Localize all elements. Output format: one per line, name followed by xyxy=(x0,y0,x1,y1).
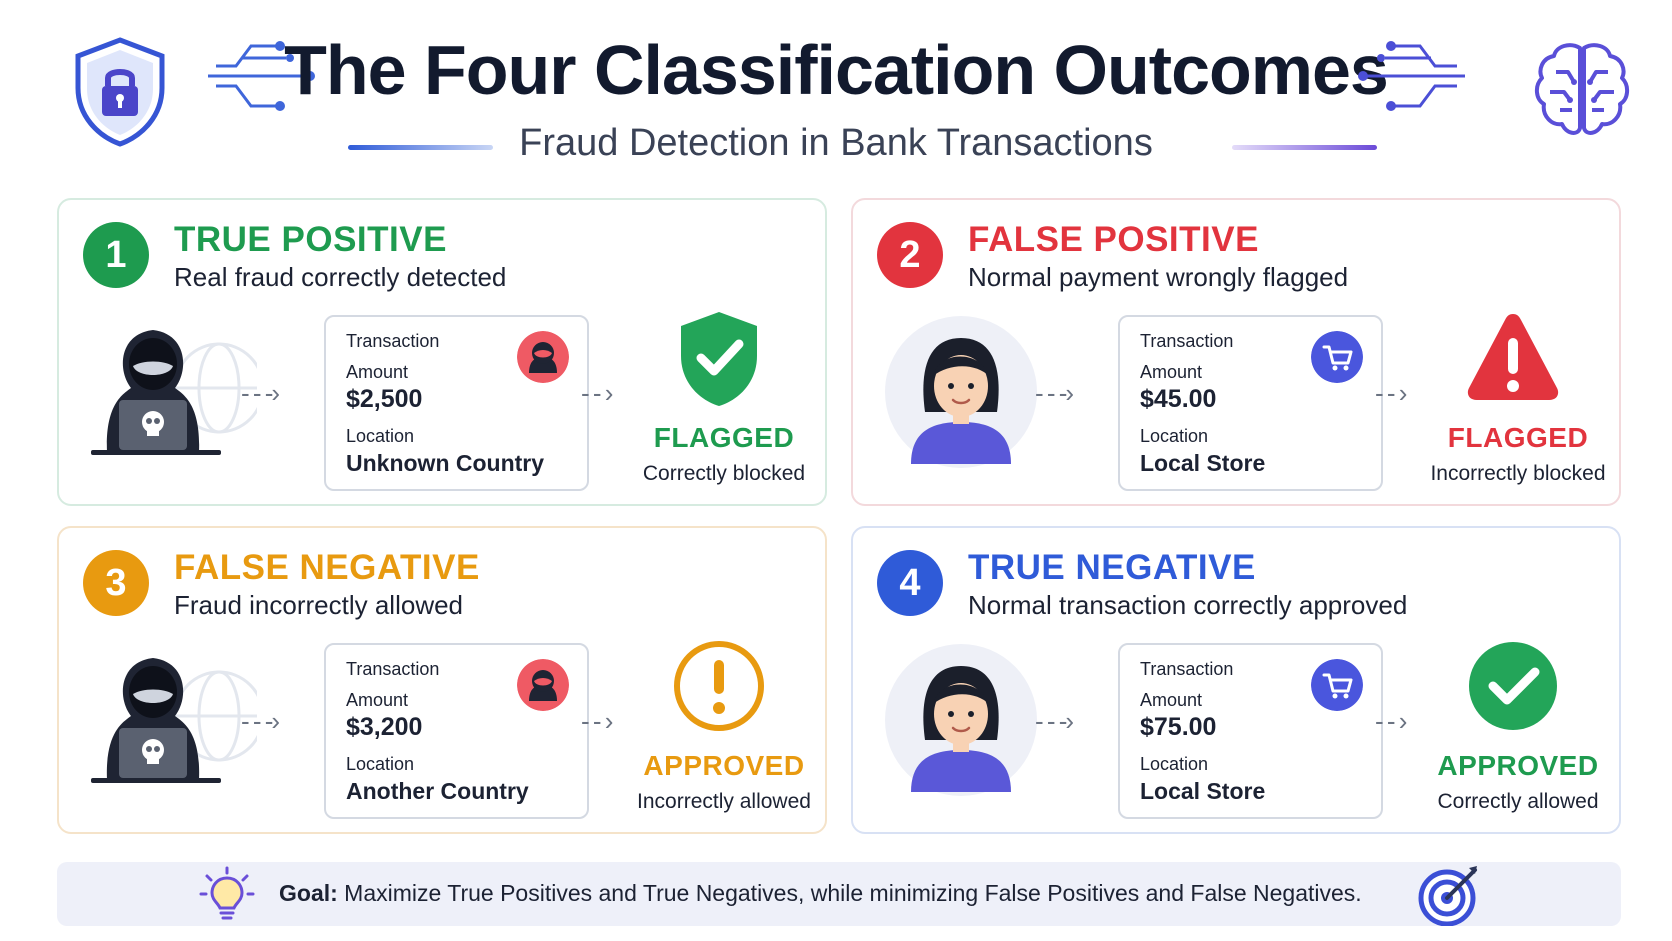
result-note: Incorrectly blocked xyxy=(1430,462,1606,485)
amount-value: $3,200 xyxy=(346,713,423,741)
card-description: Normal payment wrongly flagged xyxy=(968,262,1349,292)
hacker-icon xyxy=(91,658,257,783)
page-title: The Four Classification Outcomes xyxy=(284,31,1389,109)
flow-arrow: - - › xyxy=(1375,378,1407,408)
location-label: Location xyxy=(1140,754,1209,774)
flow-arrow: - - -› xyxy=(1035,706,1074,736)
amount-value: $75.00 xyxy=(1140,713,1217,741)
flow-arrow: - - › xyxy=(581,706,613,736)
exclamation-circle-icon xyxy=(674,641,764,731)
shield-check-icon xyxy=(681,312,757,406)
result-label: FLAGGED xyxy=(1447,422,1589,453)
result-label: APPROVED xyxy=(643,750,805,781)
lightbulb-icon xyxy=(199,866,255,920)
card-heading: TRUE POSITIVE xyxy=(174,220,447,259)
flow-arrow: - - -› xyxy=(241,378,280,408)
warning-triangle-icon xyxy=(1467,314,1559,400)
card-heading: TRUE NEGATIVE xyxy=(968,548,1256,587)
location-value: Another Country xyxy=(346,778,529,804)
amount-value: $45.00 xyxy=(1140,385,1217,413)
transaction-box: Transaction Amount $75.00 Location Local… xyxy=(1118,643,1383,819)
hacker-badge-icon xyxy=(517,331,569,383)
page-subtitle: Fraud Detection in Bank Transactions xyxy=(519,122,1153,164)
location-value: Unknown Country xyxy=(346,450,545,476)
location-value: Local Store xyxy=(1140,778,1266,804)
amount-label: Amount xyxy=(1140,690,1203,710)
circuit-lines-icon xyxy=(1358,41,1465,111)
card-false-negative: 3 FALSE NEGATIVE Fraud incorrectly allow… xyxy=(57,526,827,834)
card-description: Normal transaction correctly approved xyxy=(968,590,1408,620)
result-note: Correctly allowed xyxy=(1437,790,1599,813)
card-heading: FALSE NEGATIVE xyxy=(174,548,480,587)
hacker-badge-icon xyxy=(517,659,569,711)
brain-icon xyxy=(1535,43,1629,135)
amount-value: $2,500 xyxy=(346,385,423,413)
location-label: Location xyxy=(1140,426,1209,446)
location-label: Location xyxy=(346,426,415,446)
circuit-lines-icon xyxy=(208,41,315,111)
flow-arrow: - - › xyxy=(1375,706,1407,736)
subtitle-rule-left xyxy=(348,145,493,150)
result-note: Correctly blocked xyxy=(642,462,806,485)
amount-label: Amount xyxy=(1140,362,1203,382)
goal-label: Goal: xyxy=(279,880,338,906)
transaction-heading: Transaction xyxy=(1140,659,1234,679)
flow-arrow: - - -› xyxy=(241,706,280,736)
card-description: Real fraud correctly detected xyxy=(174,262,507,292)
target-icon xyxy=(1418,866,1477,926)
card-number: 1 xyxy=(83,222,149,288)
result-note: Incorrectly allowed xyxy=(637,790,811,813)
goal-bar: Goal: Maximize True Positives and True N… xyxy=(57,862,1621,926)
header: The Four Classification Outcomes Fraud D… xyxy=(0,0,1672,190)
goal-statement: Maximize True Positives and True Negativ… xyxy=(344,880,1362,906)
amount-label: Amount xyxy=(346,690,409,710)
transaction-box: Transaction Amount $45.00 Location Local… xyxy=(1118,315,1383,491)
card-true-negative: 4 TRUE NEGATIVE Normal transaction corre… xyxy=(851,526,1621,834)
transaction-heading: Transaction xyxy=(346,331,440,351)
check-circle-icon xyxy=(1469,642,1557,730)
location-label: Location xyxy=(346,754,415,774)
card-false-positive: 2 FALSE POSITIVE Normal payment wrongly … xyxy=(851,198,1621,506)
hacker-icon xyxy=(91,330,257,455)
subtitle-rule-right xyxy=(1232,145,1377,150)
transaction-heading: Transaction xyxy=(346,659,440,679)
card-description: Fraud incorrectly allowed xyxy=(174,590,464,620)
cart-icon xyxy=(1311,331,1363,383)
flow-arrow: - - › xyxy=(581,378,613,408)
cart-icon xyxy=(1311,659,1363,711)
card-true-positive: 1 TRUE POSITIVE Real fraud correctly det… xyxy=(57,198,827,506)
card-number: 2 xyxy=(877,222,943,288)
transaction-box: Transaction Amount $3,200 Location Anoth… xyxy=(324,643,589,819)
card-number: 3 xyxy=(83,550,149,616)
lock-shield-icon xyxy=(75,37,165,147)
result-label: APPROVED xyxy=(1437,750,1599,781)
transaction-heading: Transaction xyxy=(1140,331,1234,351)
result-label: FLAGGED xyxy=(653,422,795,453)
amount-label: Amount xyxy=(346,362,409,382)
card-number: 4 xyxy=(877,550,943,616)
flow-arrow: - - -› xyxy=(1035,378,1074,408)
transaction-box: Transaction Amount $2,500 Location Unkno… xyxy=(324,315,589,491)
card-heading: FALSE POSITIVE xyxy=(968,220,1259,259)
customer-icon xyxy=(885,644,1037,796)
customer-icon xyxy=(885,316,1037,468)
location-value: Local Store xyxy=(1140,450,1266,476)
goal-text: Goal: Maximize True Positives and True N… xyxy=(279,880,1362,907)
